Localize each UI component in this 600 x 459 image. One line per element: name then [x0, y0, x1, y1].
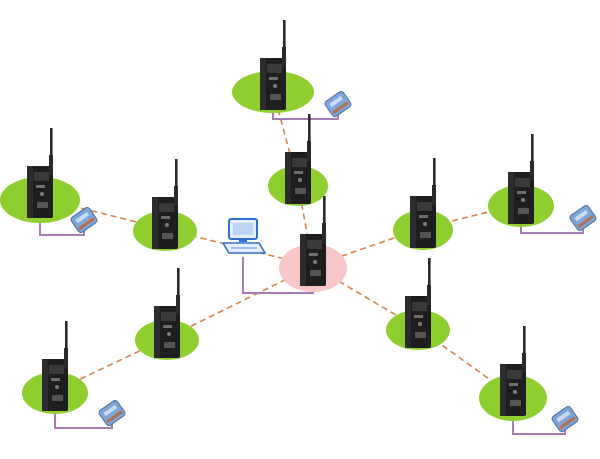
computer-icon: [221, 218, 267, 254]
io-module-icon-io-right: [568, 203, 598, 233]
io-module-icon-io-bottom-left: [97, 398, 127, 428]
radio-module-icon-right-far: [508, 134, 534, 224]
radio-module-icon-left-far: [27, 128, 53, 218]
radio-module-icon-bottom-right: [500, 326, 526, 416]
radio-module-icon-bottom-left: [42, 321, 68, 411]
radio-module-icon-coordinator: [300, 196, 326, 286]
radio-module-icon-top: [260, 20, 286, 110]
radio-module-icon-center: [285, 114, 311, 204]
io-module-icon-io-top: [323, 89, 353, 119]
io-module-icon-io-bottom-right: [550, 404, 580, 434]
radio-module-icon-lower-right: [405, 258, 431, 348]
wireless-link-coordinator-lower-left: [166, 265, 314, 339]
radio-module-icon-lower-left: [154, 268, 180, 358]
radio-module-icon-right-mid: [410, 158, 436, 248]
radio-module-icon-left-mid: [152, 159, 178, 249]
